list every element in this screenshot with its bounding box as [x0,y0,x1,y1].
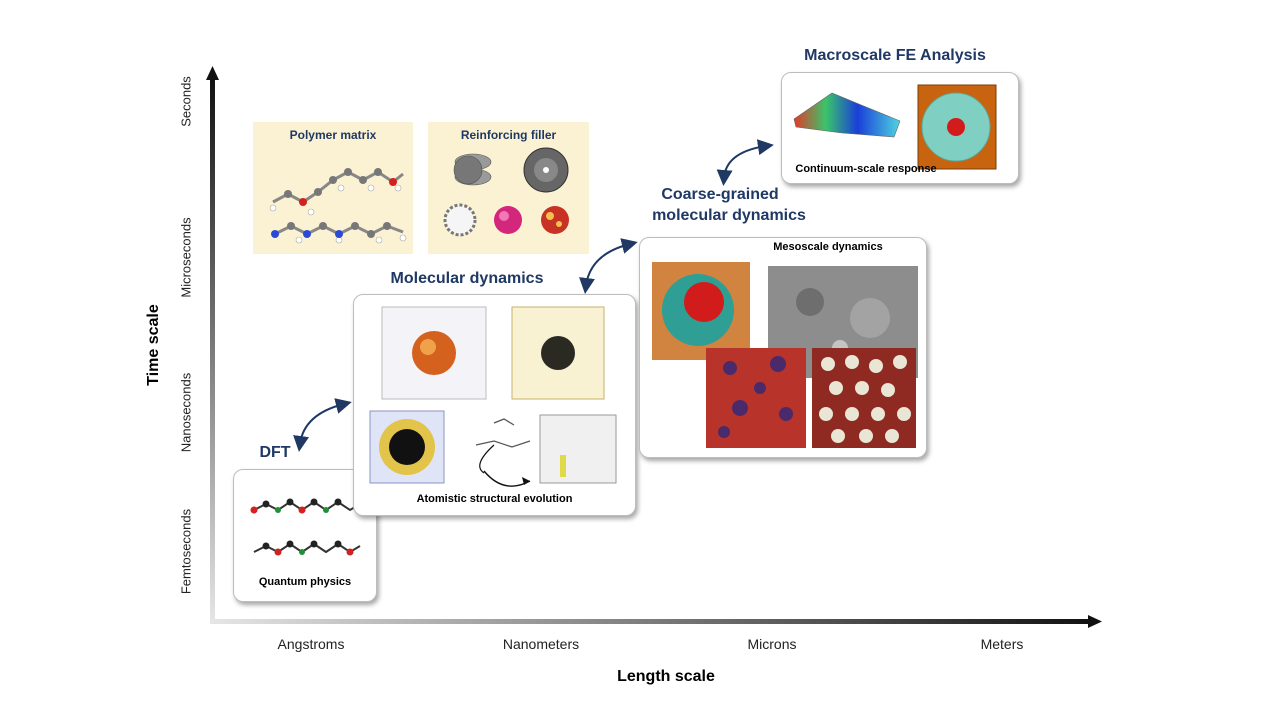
cgmd-core-red [684,282,724,322]
md-particle-dark [541,336,575,370]
fe-simulation-images [793,84,997,170]
polymer-matrix-title: Polymer matrix [289,128,377,142]
fe-box: Continuum-scale response [781,72,1019,184]
x-tick-meters: Meters [980,636,1024,652]
fe-plate [793,92,901,138]
dft-caption: Quantum physics [258,576,352,588]
dft-molecule-image [250,498,361,556]
x-axis-arrowhead [1088,615,1102,628]
reinforcing-filler-title: Reinforcing filler [460,128,557,142]
md-core-dark [389,429,425,465]
reinforcing-filler-panel: Reinforcing filler [428,122,589,254]
cgmd-simulation-images [652,262,918,448]
polymer-molecule-image [269,168,407,244]
arrow-dft-md [293,398,352,452]
fe-caption: Continuum-scale response [795,163,937,175]
cgmd-title-line1: Coarse-grained [661,186,779,203]
x-tick-angstroms: Angstroms [277,636,345,652]
fullerene-icon [443,203,477,237]
md-simulation-images [369,306,617,487]
arrow-md-cgmd [579,238,638,294]
x-tick-nanometers: Nanometers [502,636,580,652]
polymer-matrix-panel: Polymer matrix [253,122,413,254]
fe-title: Macroscale FE Analysis [804,47,986,64]
fe-core-red [947,118,965,136]
x-axis-label: Length scale [617,668,715,685]
filler-images [443,147,569,237]
cgmd-box: Mesoscale dynamics [639,237,927,458]
cgmd-caption: Mesoscale dynamics [773,241,883,253]
y-axis-line [210,78,215,624]
arrow-cgmd-fe [716,139,774,186]
cgmd-title-line2: molecular dynamics [652,207,806,224]
md-caption: Atomistic structural evolution [416,493,573,505]
md-title: Molecular dynamics [390,270,544,287]
x-tick-microns: Microns [747,636,797,652]
md-box: Atomistic structural evolution [353,294,636,516]
y-axis-arrowhead [206,66,219,80]
dft-title: DFT [259,444,291,461]
x-axis-line [210,619,1092,624]
